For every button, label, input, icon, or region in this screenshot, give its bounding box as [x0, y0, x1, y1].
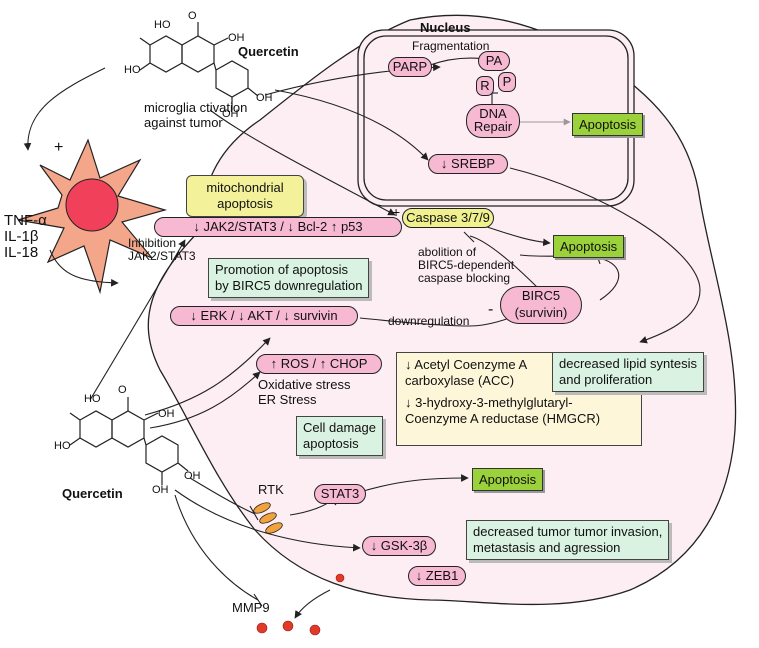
oh-label-1: OH [228, 32, 245, 44]
arrow-quercetin-to-erk [144, 337, 271, 416]
oh-label-6: OH [184, 470, 201, 482]
apoptosis-box-caspase: Apoptosis [553, 235, 625, 258]
quercetin-structure-bottom [69, 397, 189, 485]
oh-label-4: OH [158, 408, 175, 420]
oh-label-5: OH [152, 484, 169, 496]
jak-stat-pathway-pill: ↓ JAK2/STAT3 / ↓ Bcl-2 ↑ p53 [154, 217, 402, 237]
cell-damage-box: Cell damage apoptosis [296, 416, 383, 456]
arrow-quercetin-to-ros [149, 371, 261, 429]
arrow-cytokines-to-cell [49, 249, 119, 287]
nucleus-label: Nucleus [420, 20, 471, 35]
gsk3b-pill: ↓ GSK-3β [362, 536, 436, 556]
quercetin-label-top: Quercetin [238, 44, 299, 59]
rtk-receptor [253, 502, 283, 534]
promotion-apoptosis-box: Promotion of apoptosis by BIRC5 downregu… [208, 258, 370, 298]
plus-sign-1: + [54, 139, 64, 156]
microglia-cell [17, 138, 168, 295]
srebp-pill: ↓ SREBP [428, 154, 508, 174]
mitochondrial-apoptosis-box: mitochondrial apoptosis [186, 175, 304, 217]
invasion-box: decreased tumor tumor invasion, metastas… [466, 520, 670, 560]
downregulation-label: downregulation [388, 314, 470, 328]
r-pill: R [476, 76, 494, 96]
inhibit-birc5-caspase [469, 235, 541, 291]
minus-sign-1: - [488, 301, 494, 318]
acc-label: ↓ Acetyl Coenzyme A carboxylase (ACC) [405, 357, 528, 388]
lipid-synthesis-box: decreased lipid syntesis and proliferati… [552, 352, 705, 392]
erk-akt-pill: ↓ ERK / ↓ AKT / ↓ survivin [170, 306, 358, 326]
dna-repair-pill: DNA Repair [466, 104, 520, 138]
arrow-srebp-to-acc [509, 167, 701, 344]
hmgcr-label: ↓ 3-hydroxy-3-methylglutaryl- Coenzyme A… [405, 395, 601, 426]
arrow-quercetin-to-microglia [23, 67, 106, 151]
arrow-stat3-to-apoptosis [359, 474, 469, 493]
ho-label-4: HO [54, 440, 71, 452]
p-pill: P [498, 72, 516, 92]
plus-sign-2: + [392, 204, 401, 220]
parp-pill: PARP [388, 57, 432, 77]
apoptosis-box-stat3: Apoptosis [472, 468, 544, 491]
mmp9-particles [256, 573, 345, 636]
inhibit-quercetin-rtk [189, 477, 256, 515]
o-label-1: O [188, 10, 197, 22]
arrow-mmp9-spread [294, 589, 331, 619]
arrow-quercetin-to-caspase [209, 109, 396, 216]
stat3-pill: STAT3 [314, 484, 366, 504]
stress-label: Oxidative stress ER Stress [258, 377, 351, 407]
fragmentation-label: Fragmentation [412, 39, 490, 53]
apoptosis-box-nucleus: Apoptosis [572, 113, 644, 136]
quercetin-structure-top [139, 22, 259, 110]
caspase-pill: Caspase 3/7/9 [402, 208, 494, 228]
rtk-label: RTK [258, 482, 284, 497]
oh-label-3: OH [256, 92, 273, 104]
ho-label-1: HO [154, 19, 171, 31]
inhibition-label: Inhibition JAK2/STAT3 [128, 236, 196, 263]
birc5-pill: BIRC5 (survivin) [500, 286, 582, 324]
ho-label-3: HO [84, 393, 101, 405]
arrow-quercetin-to-gsk [174, 489, 361, 552]
enzyme-box: ↓ Acetyl Coenzyme A carboxylase (ACC) ↓ … [396, 352, 642, 446]
pa-pill: PA [478, 51, 510, 71]
ros-chop-pill: ↑ ROS / ↑ CHOP [256, 354, 382, 374]
quercetin-label-bottom: Quercetin [62, 486, 123, 501]
microglia-label: microglia ctivation against tumor [144, 100, 248, 130]
o-label-2: O [118, 384, 127, 396]
ho-label-2: HO [124, 64, 141, 76]
inhibit-quercetin-mmp9 [174, 494, 259, 601]
mmp9-label: MMP9 [232, 600, 270, 615]
oh-label-2: OH [222, 108, 239, 120]
cytokines-label: TNF-α IL-1β IL-18 [4, 212, 47, 261]
zeb1-pill: ↓ ZEB1 [408, 566, 466, 586]
abolition-label: abolition of BIRC5-dependent caspase blo… [418, 245, 515, 285]
arrow-quercetin-to-jak [89, 239, 186, 401]
arrow-quercetin-to-srebp [274, 89, 429, 161]
